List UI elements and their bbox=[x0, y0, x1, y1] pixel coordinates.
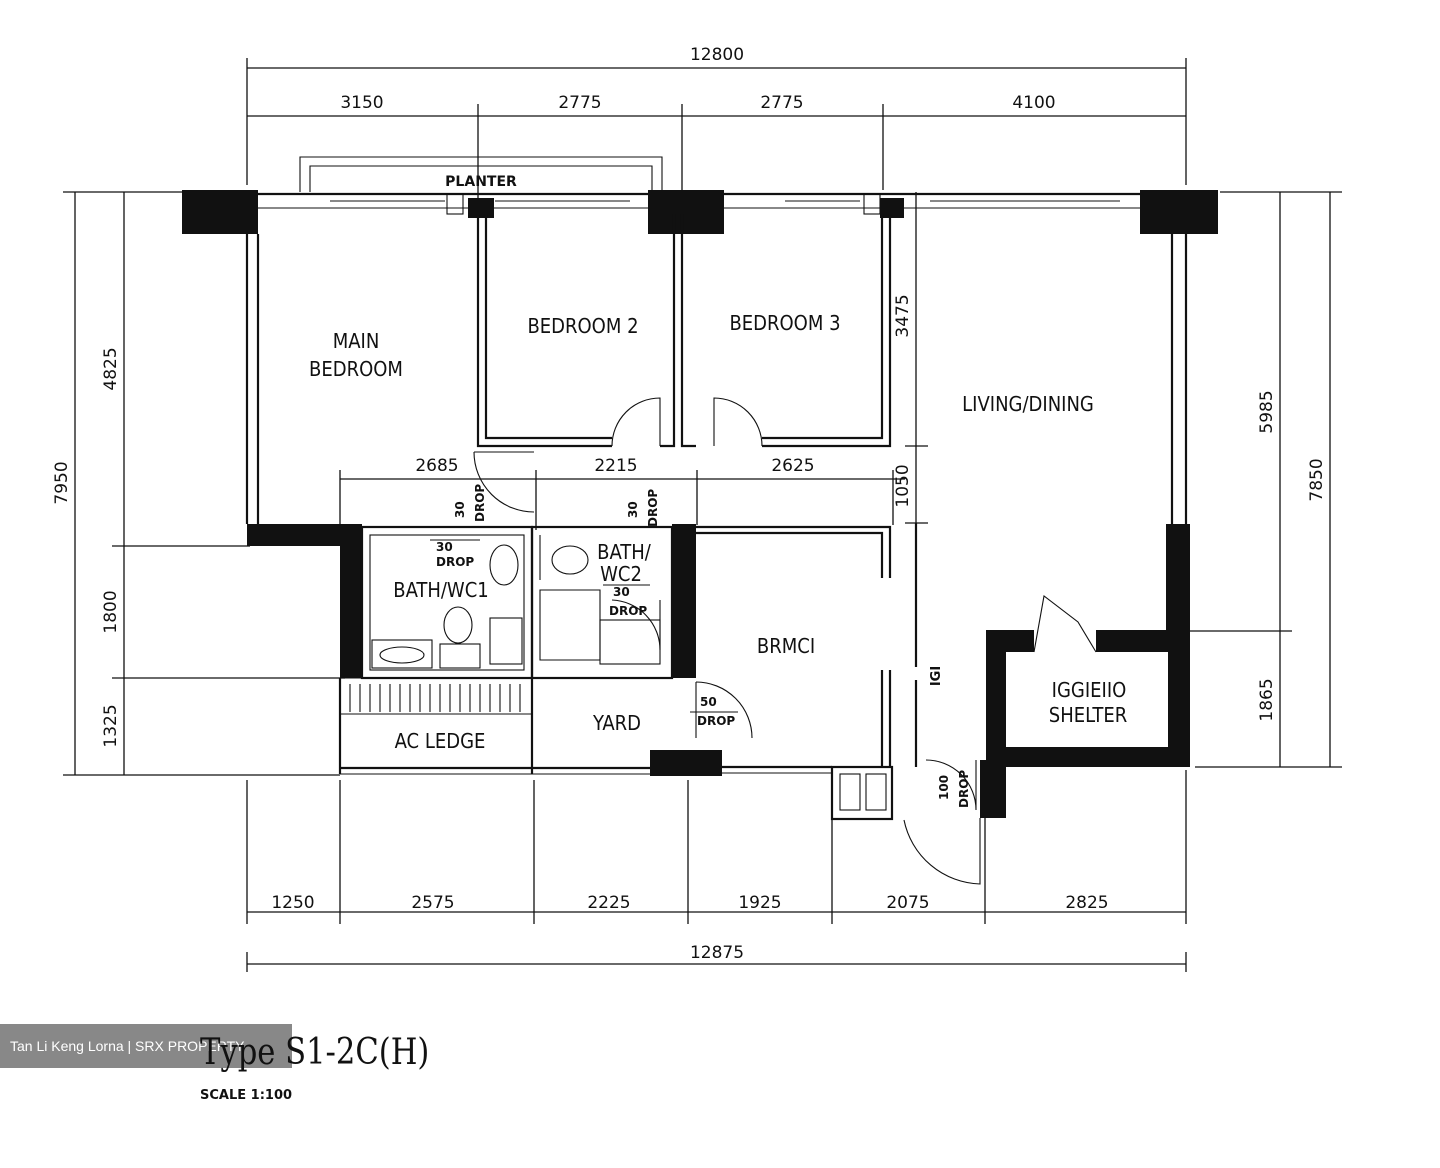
dim-inner-1: 3475 bbox=[893, 294, 913, 337]
drop-value-30b: 30 bbox=[626, 501, 640, 518]
label-yard: YARD bbox=[592, 711, 641, 735]
label-ac-ledge: AC LEDGE bbox=[395, 729, 486, 753]
drop-value-30d: 30 bbox=[613, 585, 630, 599]
dim-top-total: 12800 bbox=[690, 45, 744, 65]
fixtures bbox=[371, 544, 661, 669]
drop-markers: 30 DROP 30 DROP 30 DROP 30 DROP 50 DROP … bbox=[430, 484, 971, 808]
dim-left-1: 4825 bbox=[101, 347, 121, 390]
label-main-bedroom-1: MAIN bbox=[333, 329, 380, 353]
dim-top-2: 2775 bbox=[558, 93, 601, 113]
plan-type-title: Type S1-2C(H) bbox=[200, 1032, 430, 1073]
dimension-lines bbox=[63, 58, 1342, 972]
label-planter: PLANTER bbox=[445, 174, 517, 190]
dim-right-2: 1865 bbox=[1257, 678, 1277, 721]
dim-top-4: 4100 bbox=[1012, 93, 1055, 113]
dim-left-2: 1800 bbox=[101, 590, 121, 633]
label-shelter-2: SHELTER bbox=[1049, 703, 1127, 727]
dim-right-total: 7850 bbox=[1307, 458, 1327, 501]
dim-top-1: 3150 bbox=[340, 93, 383, 113]
drop-label-b: DROP bbox=[646, 489, 660, 527]
drop-label-a: DROP bbox=[473, 484, 487, 522]
label-bath-wc1: BATH/WC1 bbox=[393, 578, 489, 602]
dim-bottom-1: 1250 bbox=[271, 893, 314, 913]
walls bbox=[182, 190, 1218, 821]
dim-bottom-2: 2575 bbox=[411, 893, 454, 913]
doors bbox=[473, 397, 1097, 885]
dim-mid-2: 2215 bbox=[594, 456, 637, 476]
drop-value-50: 50 bbox=[700, 695, 717, 709]
dim-bottom-3: 2225 bbox=[587, 893, 630, 913]
dim-right-1: 5985 bbox=[1257, 390, 1277, 433]
dim-bottom-total: 12875 bbox=[690, 943, 744, 963]
dim-mid-3: 2625 bbox=[771, 456, 814, 476]
dim-bottom-4: 1925 bbox=[738, 893, 781, 913]
dim-mid-1: 2685 bbox=[415, 456, 458, 476]
room-labels: MAIN BEDROOM BEDROOM 2 BEDROOM 3 LIVING/… bbox=[309, 174, 1127, 753]
drop-value-30a: 30 bbox=[453, 501, 467, 518]
column bbox=[182, 190, 258, 234]
drop-label-f: DROP bbox=[957, 770, 971, 808]
label-bedroom-3: BEDROOM 3 bbox=[729, 311, 840, 335]
scale-label: SCALE 1:100 bbox=[200, 1088, 293, 1103]
column bbox=[648, 190, 724, 234]
column bbox=[1140, 190, 1218, 234]
label-bedroom-2: BEDROOM 2 bbox=[527, 314, 638, 338]
label-living-dining: LIVING/DINING bbox=[962, 392, 1094, 416]
planter bbox=[299, 156, 663, 192]
dim-left-3: 1325 bbox=[101, 704, 121, 747]
label-bath-wc2-1: BATH/ bbox=[597, 540, 652, 564]
label-shelter-1: IGGIEIIO bbox=[1052, 678, 1127, 702]
dim-inner-2: 1050 bbox=[893, 464, 913, 507]
label-kitchen: BRMCI bbox=[757, 634, 815, 658]
label-kitchen-tag: IGI bbox=[929, 666, 944, 686]
label-bath-wc2-2: WC2 bbox=[600, 562, 642, 586]
dim-bottom-6: 2825 bbox=[1065, 893, 1108, 913]
dim-bottom-5: 2075 bbox=[886, 893, 929, 913]
dimension-labels: 12800 3150 2775 2775 4100 2685 2215 2625… bbox=[52, 45, 1327, 963]
drop-label-c: DROP bbox=[436, 555, 474, 569]
drop-value-100: 100 bbox=[937, 775, 951, 800]
drop-value-30c: 30 bbox=[436, 540, 453, 554]
drop-label-e: DROP bbox=[697, 714, 735, 728]
drop-label-d: DROP bbox=[609, 604, 647, 618]
dim-left-total: 7950 bbox=[52, 461, 72, 504]
dim-top-3: 2775 bbox=[760, 93, 803, 113]
watermark: Tan Li Keng Lorna | SRX PROPERTY bbox=[0, 1024, 292, 1068]
label-main-bedroom-2: BEDROOM bbox=[309, 357, 403, 381]
